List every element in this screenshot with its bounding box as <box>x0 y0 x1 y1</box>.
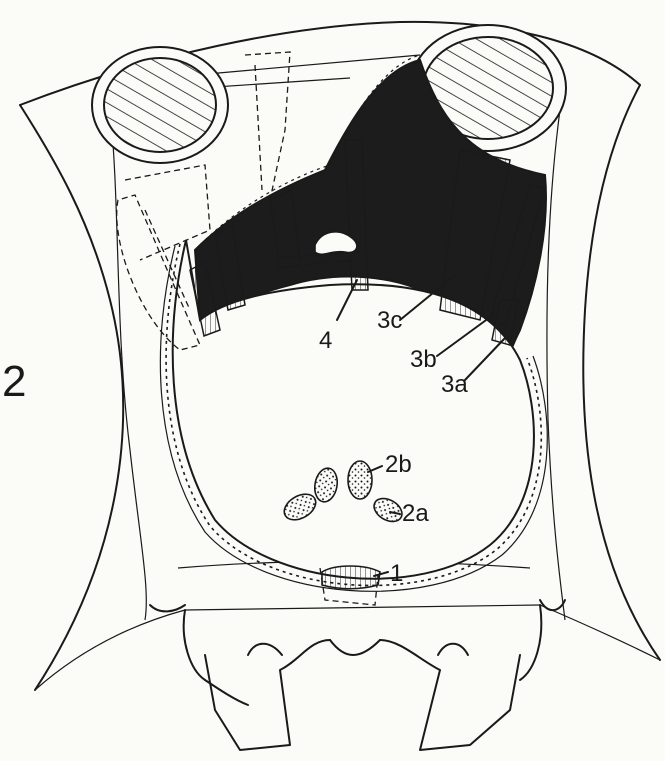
figure-number: 2 <box>2 357 26 406</box>
label-4: 4 <box>319 327 332 354</box>
lower-body <box>150 561 565 750</box>
left-eye-socket <box>92 47 228 163</box>
label-1: 1 <box>390 560 403 587</box>
label-3c: 3c <box>377 307 402 334</box>
label-3b: 3b <box>410 346 437 373</box>
label-3a: 3a <box>441 371 468 398</box>
structure-1 <box>322 566 380 589</box>
label-2b: 2b <box>385 451 412 478</box>
label-2a: 2a <box>402 500 429 527</box>
